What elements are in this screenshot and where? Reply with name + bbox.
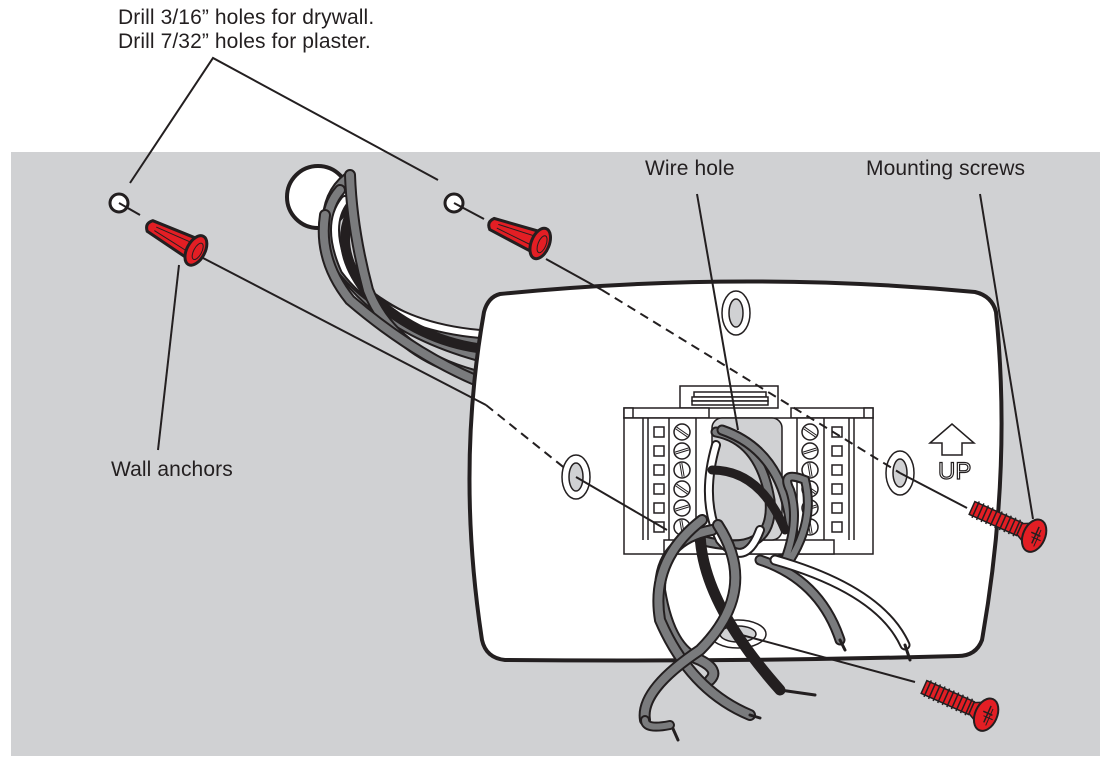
screw-slot: [675, 484, 689, 494]
screw-slot: [680, 463, 684, 477]
terminal-left-3: [653, 461, 691, 479]
terminal-square: [831, 445, 843, 457]
terminal-square: [653, 426, 665, 438]
terminal-left-6: [653, 518, 691, 536]
terminal-square: [653, 521, 665, 533]
wire-hole-leader: [696, 193, 739, 431]
terminal-left-2: [653, 442, 691, 460]
up-label: UP: [938, 458, 971, 485]
terminal-square: [831, 521, 843, 533]
mounting-screws-label: Mounting screws: [866, 157, 1026, 180]
slot-left: [561, 454, 591, 500]
wire-hole-label: Wire hole: [645, 157, 735, 180]
terminal-square: [831, 483, 843, 495]
terminal-right-2: [801, 442, 843, 460]
drill-hole-right: [443, 192, 485, 220]
screw-slot: [675, 448, 689, 454]
wires-from-wall: [317, 169, 501, 394]
terminal-square: [653, 445, 665, 457]
terminal-square: [831, 464, 843, 476]
screw-slot: [803, 448, 817, 454]
slot-top: [721, 290, 751, 336]
screw-slot: [803, 427, 817, 437]
screw-slot: [808, 463, 812, 477]
caption-leader-lines: [129, 56, 439, 184]
terminal-left-5: [653, 499, 691, 517]
wall-anchors-leader: [157, 264, 180, 451]
wall-anchor-left: [138, 208, 213, 271]
wall-anchors-label: Wall anchors: [111, 458, 233, 481]
terminal-square: [831, 502, 843, 514]
terminal-left-4: [653, 480, 691, 498]
drill-caption-plaster: Drill 7/32” holes for plaster.: [118, 30, 371, 53]
callout-leader-lines: [157, 193, 1034, 520]
terminal-square: [653, 483, 665, 495]
terminal-square: [653, 502, 665, 514]
wall-anchor-right: [481, 206, 557, 264]
terminal-square: [653, 464, 665, 476]
screw-slot: [675, 505, 689, 511]
drill-caption-drywall: Drill 3/16” holes for drywall.: [118, 6, 375, 29]
alignment-lines: [202, 257, 968, 683]
terminal-right-3: [801, 461, 843, 479]
drill-hole-left: [108, 192, 141, 216]
mounting-screw-lower: [916, 670, 1005, 736]
mounting-screws-leader: [979, 193, 1034, 520]
up-arrow-icon: UP: [927, 423, 977, 486]
terminal-left-1: [653, 423, 691, 441]
drill-caption: Drill 3/16” holes for drywall. Drill 7/3…: [118, 6, 374, 54]
screw-slot: [675, 427, 689, 437]
wires-through-plate: [638, 424, 912, 742]
terminal-block-left: [653, 423, 691, 536]
